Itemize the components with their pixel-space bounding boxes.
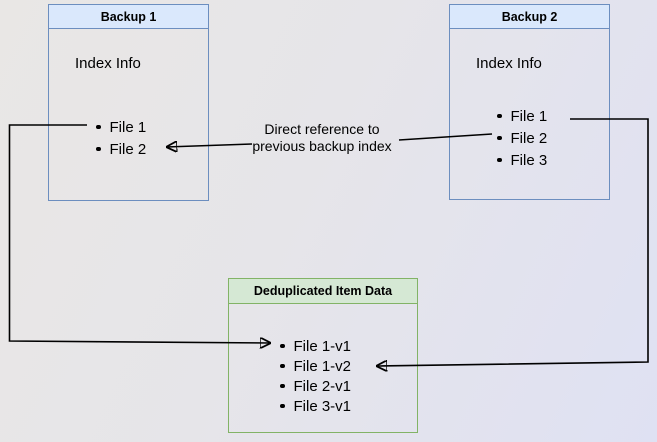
list-item: File 3-v1: [280, 396, 351, 416]
bullet-icon: [96, 124, 101, 130]
bullet-icon: [497, 135, 502, 141]
list-item: File 2-v1: [280, 376, 351, 396]
list-item: File 3: [497, 149, 547, 171]
list-item: File 1-v2: [280, 356, 351, 376]
list-item: File 1: [497, 105, 547, 127]
dedup-title: Deduplicated Item Data: [229, 279, 417, 304]
bullet-icon: [280, 363, 285, 369]
backup2-file-list: File 1 File 2 File 3: [497, 105, 547, 171]
list-item: File 2: [497, 127, 547, 149]
backup1-title: Backup 1: [49, 5, 208, 29]
file-label: File 3: [510, 151, 548, 169]
file-label: File 2: [109, 140, 147, 158]
list-item: File 2: [96, 138, 146, 160]
file-label: File 2-v1: [293, 377, 352, 395]
list-item: File 1-v1: [280, 336, 351, 356]
bullet-icon: [497, 113, 502, 119]
backup1-file-list: File 1 File 2: [96, 116, 146, 160]
file-label: File 3-v1: [293, 397, 352, 415]
file-label: File 1-v1: [293, 337, 352, 355]
dedup-file-list: File 1-v1 File 1-v2 File 2-v1 File 3-v1: [280, 336, 351, 416]
bullet-icon: [280, 343, 285, 349]
bullet-icon: [497, 157, 502, 163]
annotation-line2: previous backup index: [252, 137, 392, 154]
bullet-icon: [280, 383, 285, 389]
backup2-title: Backup 2: [450, 5, 609, 29]
bullet-icon: [280, 403, 285, 409]
annotation-line1: Direct reference to: [264, 121, 380, 137]
backup2-subtitle: Index Info: [476, 55, 542, 72]
bullet-icon: [96, 146, 101, 152]
backup1-box: Backup 1 Index Info File 1 File 2: [48, 4, 209, 201]
file-label: File 2: [510, 129, 548, 147]
backup1-subtitle: Index Info: [75, 55, 141, 72]
backup2-box: Backup 2 Index Info File 1 File 2 File 3: [449, 4, 610, 200]
list-item: File 1: [96, 116, 146, 138]
file-label: File 1: [510, 107, 548, 125]
file-label: File 1: [109, 118, 147, 136]
deduplicated-item-data-box: Deduplicated Item Data File 1-v1 File 1-…: [228, 278, 418, 433]
arrow-annotation: Direct reference to previous backup inde…: [232, 121, 412, 154]
file-label: File 1-v2: [293, 357, 352, 375]
